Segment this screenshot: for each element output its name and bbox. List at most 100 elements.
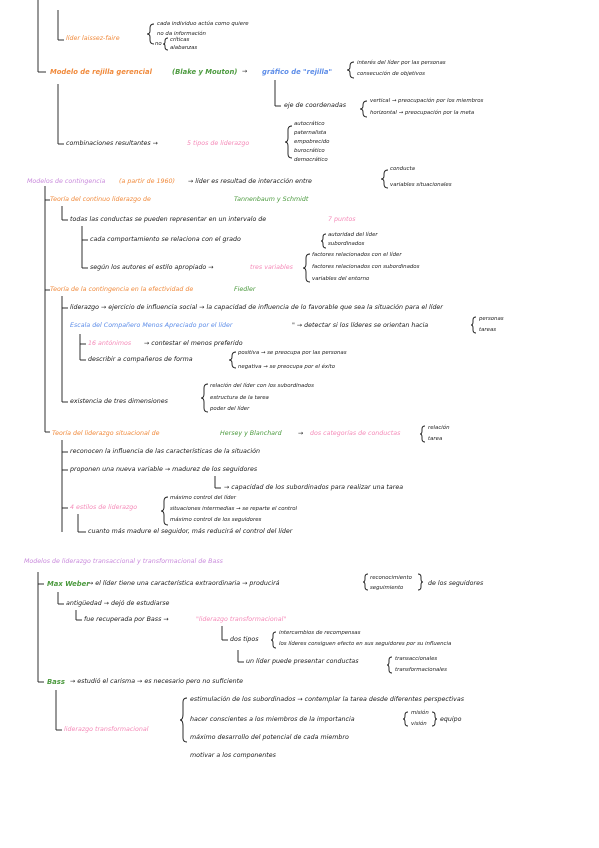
capacidad-subordinados: → capacidad de los subordinados para rea…	[224, 484, 404, 491]
hacer-conscientes: hacer conscientes a los miembros de la i…	[190, 716, 355, 723]
liderazgo-transformacional-quoted: "liderazgo transformacional"	[196, 616, 287, 623]
cada-individuo: cada individuo actúa como quiere	[157, 21, 249, 27]
modelo-rejilla-heading: Modelo de rejilla gerencial	[50, 68, 152, 76]
brace	[386, 656, 393, 674]
dos-tipos: dos tipos	[230, 636, 259, 643]
brace	[179, 697, 188, 743]
brace	[362, 573, 369, 591]
brace	[284, 125, 293, 159]
eje-coordenadas: eje de coordenadas	[284, 102, 346, 109]
brace	[470, 316, 477, 334]
modelos-contingencia-heading: Modelos de contingencia	[27, 178, 106, 185]
teoria-contingencia: Teoría de la contingencia en la efectivi…	[50, 286, 194, 293]
brace	[320, 233, 327, 249]
dos-categorias: dos categorías de conductas	[310, 430, 401, 437]
variables-entorno: variables del entorno	[312, 276, 370, 282]
proponen-variable: proponen una nueva variable → madurez de…	[70, 466, 258, 473]
burocratico: burocrático	[294, 148, 325, 154]
maximo-control-lider: máximo control del líder	[170, 495, 236, 501]
reconocen-influencia: reconocen la influencia de las caracterí…	[70, 448, 260, 455]
equipo: equipo	[440, 716, 462, 723]
fiedler: Fiedler	[234, 286, 256, 293]
lider-puede-presentar: un líder puede presentar conductas	[246, 658, 359, 665]
no-label: no	[155, 41, 162, 47]
motivar-componentes: motivar a los componentes	[190, 752, 276, 759]
max-weber: Max Weber	[47, 580, 90, 588]
brace	[302, 253, 311, 283]
paternalista: paternalista	[294, 130, 327, 136]
siete-puntos: 7 puntos	[328, 216, 356, 223]
dieciseis-antonimos: 16 antónimos	[88, 340, 132, 347]
antiguedad: antigüedad → dejó de estudiarse	[66, 600, 170, 607]
vertical: vertical → preocupación por los miembros	[370, 98, 484, 104]
arrow: →	[298, 430, 304, 437]
reconocimiento: reconocimiento	[370, 575, 412, 581]
de-los-seguidores: de los seguidores	[428, 580, 484, 587]
brace-close	[431, 711, 438, 727]
lider-es-resultado: → líder es resultad de interacción entre	[188, 178, 312, 185]
maximo-desarrollo: máximo desarrollo del potencial de cada …	[190, 734, 349, 741]
grafico-rejilla: gráfico de "rejilla"	[262, 68, 333, 76]
detectar-orientacion: " → detectar si los líderes se orientan …	[292, 322, 429, 329]
subordinados: subordinados	[328, 241, 365, 247]
cuanto-mas-madure: cuanto más madure el seguidor, más reduc…	[88, 528, 293, 535]
describir-companeros: describir a compañeros de forma	[88, 356, 193, 363]
cinco-tipos-liderazgo: 5 tipos de liderazgo	[187, 140, 250, 147]
blake-mouton: (Blake y Mouton)	[172, 68, 238, 76]
tarea: tarea	[428, 436, 443, 442]
estructura-tarea: estructura de la tarea	[210, 395, 269, 401]
liderazgo-ejercicio: liderazgo → ejercicio de influencia soci…	[70, 304, 443, 311]
poder-lider: poder del líder	[210, 406, 250, 412]
autoridad-lider: autoridad del líder	[328, 232, 378, 238]
factores-lider: factores relacionados con el líder	[312, 252, 402, 258]
escala-cpa: Escala del Compañero Menos Apreciado por…	[70, 322, 233, 329]
todas-conductas: todas las conductas se pueden representa…	[70, 216, 267, 223]
alabanzas: alabanzas	[170, 45, 198, 51]
bass: Bass	[47, 678, 65, 686]
segun-autores: según los autores el estilo apropiado →	[90, 264, 214, 271]
situaciones-intermedias: situaciones intermedias → se reparte el …	[170, 506, 298, 512]
brace	[270, 631, 277, 649]
fue-recuperada: fue recuperada por Bass →	[84, 616, 169, 623]
liderazgo-transformacional: liderazgo transformacional	[64, 726, 149, 733]
brace	[160, 496, 169, 526]
teoria-continuo: Teoría del continuo liderazgo de	[50, 196, 151, 203]
tres-variables: tres variables	[250, 264, 293, 271]
brace	[402, 711, 409, 727]
brace	[146, 23, 155, 45]
negativa: negativa → se preocupa por el éxito	[238, 364, 336, 370]
existencia-dimensiones: existencia de tres dimensiones	[70, 398, 168, 405]
cada-comportamiento: cada comportamiento se relaciona con el …	[90, 236, 241, 243]
estudio-carisma: → estudió el carisma → es necesario pero…	[70, 678, 243, 685]
variables-situacionales: variables situacionales	[390, 182, 452, 188]
relacion-lider: relación del líder con los subordinados	[210, 383, 314, 389]
no-da-informacion: no da información	[157, 31, 206, 37]
arrow: →	[242, 68, 248, 75]
cuatro-estilos: 4 estilos de liderazgo	[70, 504, 138, 511]
lider-caracteristica: → el líder tiene una característica extr…	[88, 580, 280, 587]
horizontal: horizontal → preocupación por la meta	[370, 110, 475, 116]
lider-laissez-faire: líder laissez-faire	[66, 35, 120, 42]
transformacionales: transformacionales	[395, 667, 447, 673]
brace	[162, 37, 169, 51]
seguimiento: seguimiento	[370, 585, 404, 591]
vision: visión	[411, 721, 427, 727]
mision: misión	[411, 710, 429, 716]
a-partir-1960: (a partir de 1960)	[119, 178, 175, 185]
estimulacion: estimulación de los subordinados → conte…	[190, 696, 464, 703]
autocratico: autocrático	[294, 121, 325, 127]
democratico: democrático	[294, 157, 328, 163]
tannenbaum-schmidt: Tannenbaum y Schmidt	[234, 196, 309, 203]
empobrecido: empobrecido	[294, 139, 330, 145]
brace	[380, 169, 389, 189]
conducta: conducta	[390, 166, 415, 172]
hersey-blanchard: Hersey y Blanchard	[220, 430, 282, 437]
lideres-efecto: los líderes consiguen efecto en sus segu…	[279, 641, 452, 647]
brace	[200, 383, 209, 413]
positiva: positiva → se preocupa por las personas	[238, 350, 347, 356]
relacion: relación	[428, 425, 450, 431]
brace	[419, 425, 426, 443]
intercambios-recompensas: intercambios de recompensas	[279, 630, 361, 636]
brace	[346, 61, 355, 79]
